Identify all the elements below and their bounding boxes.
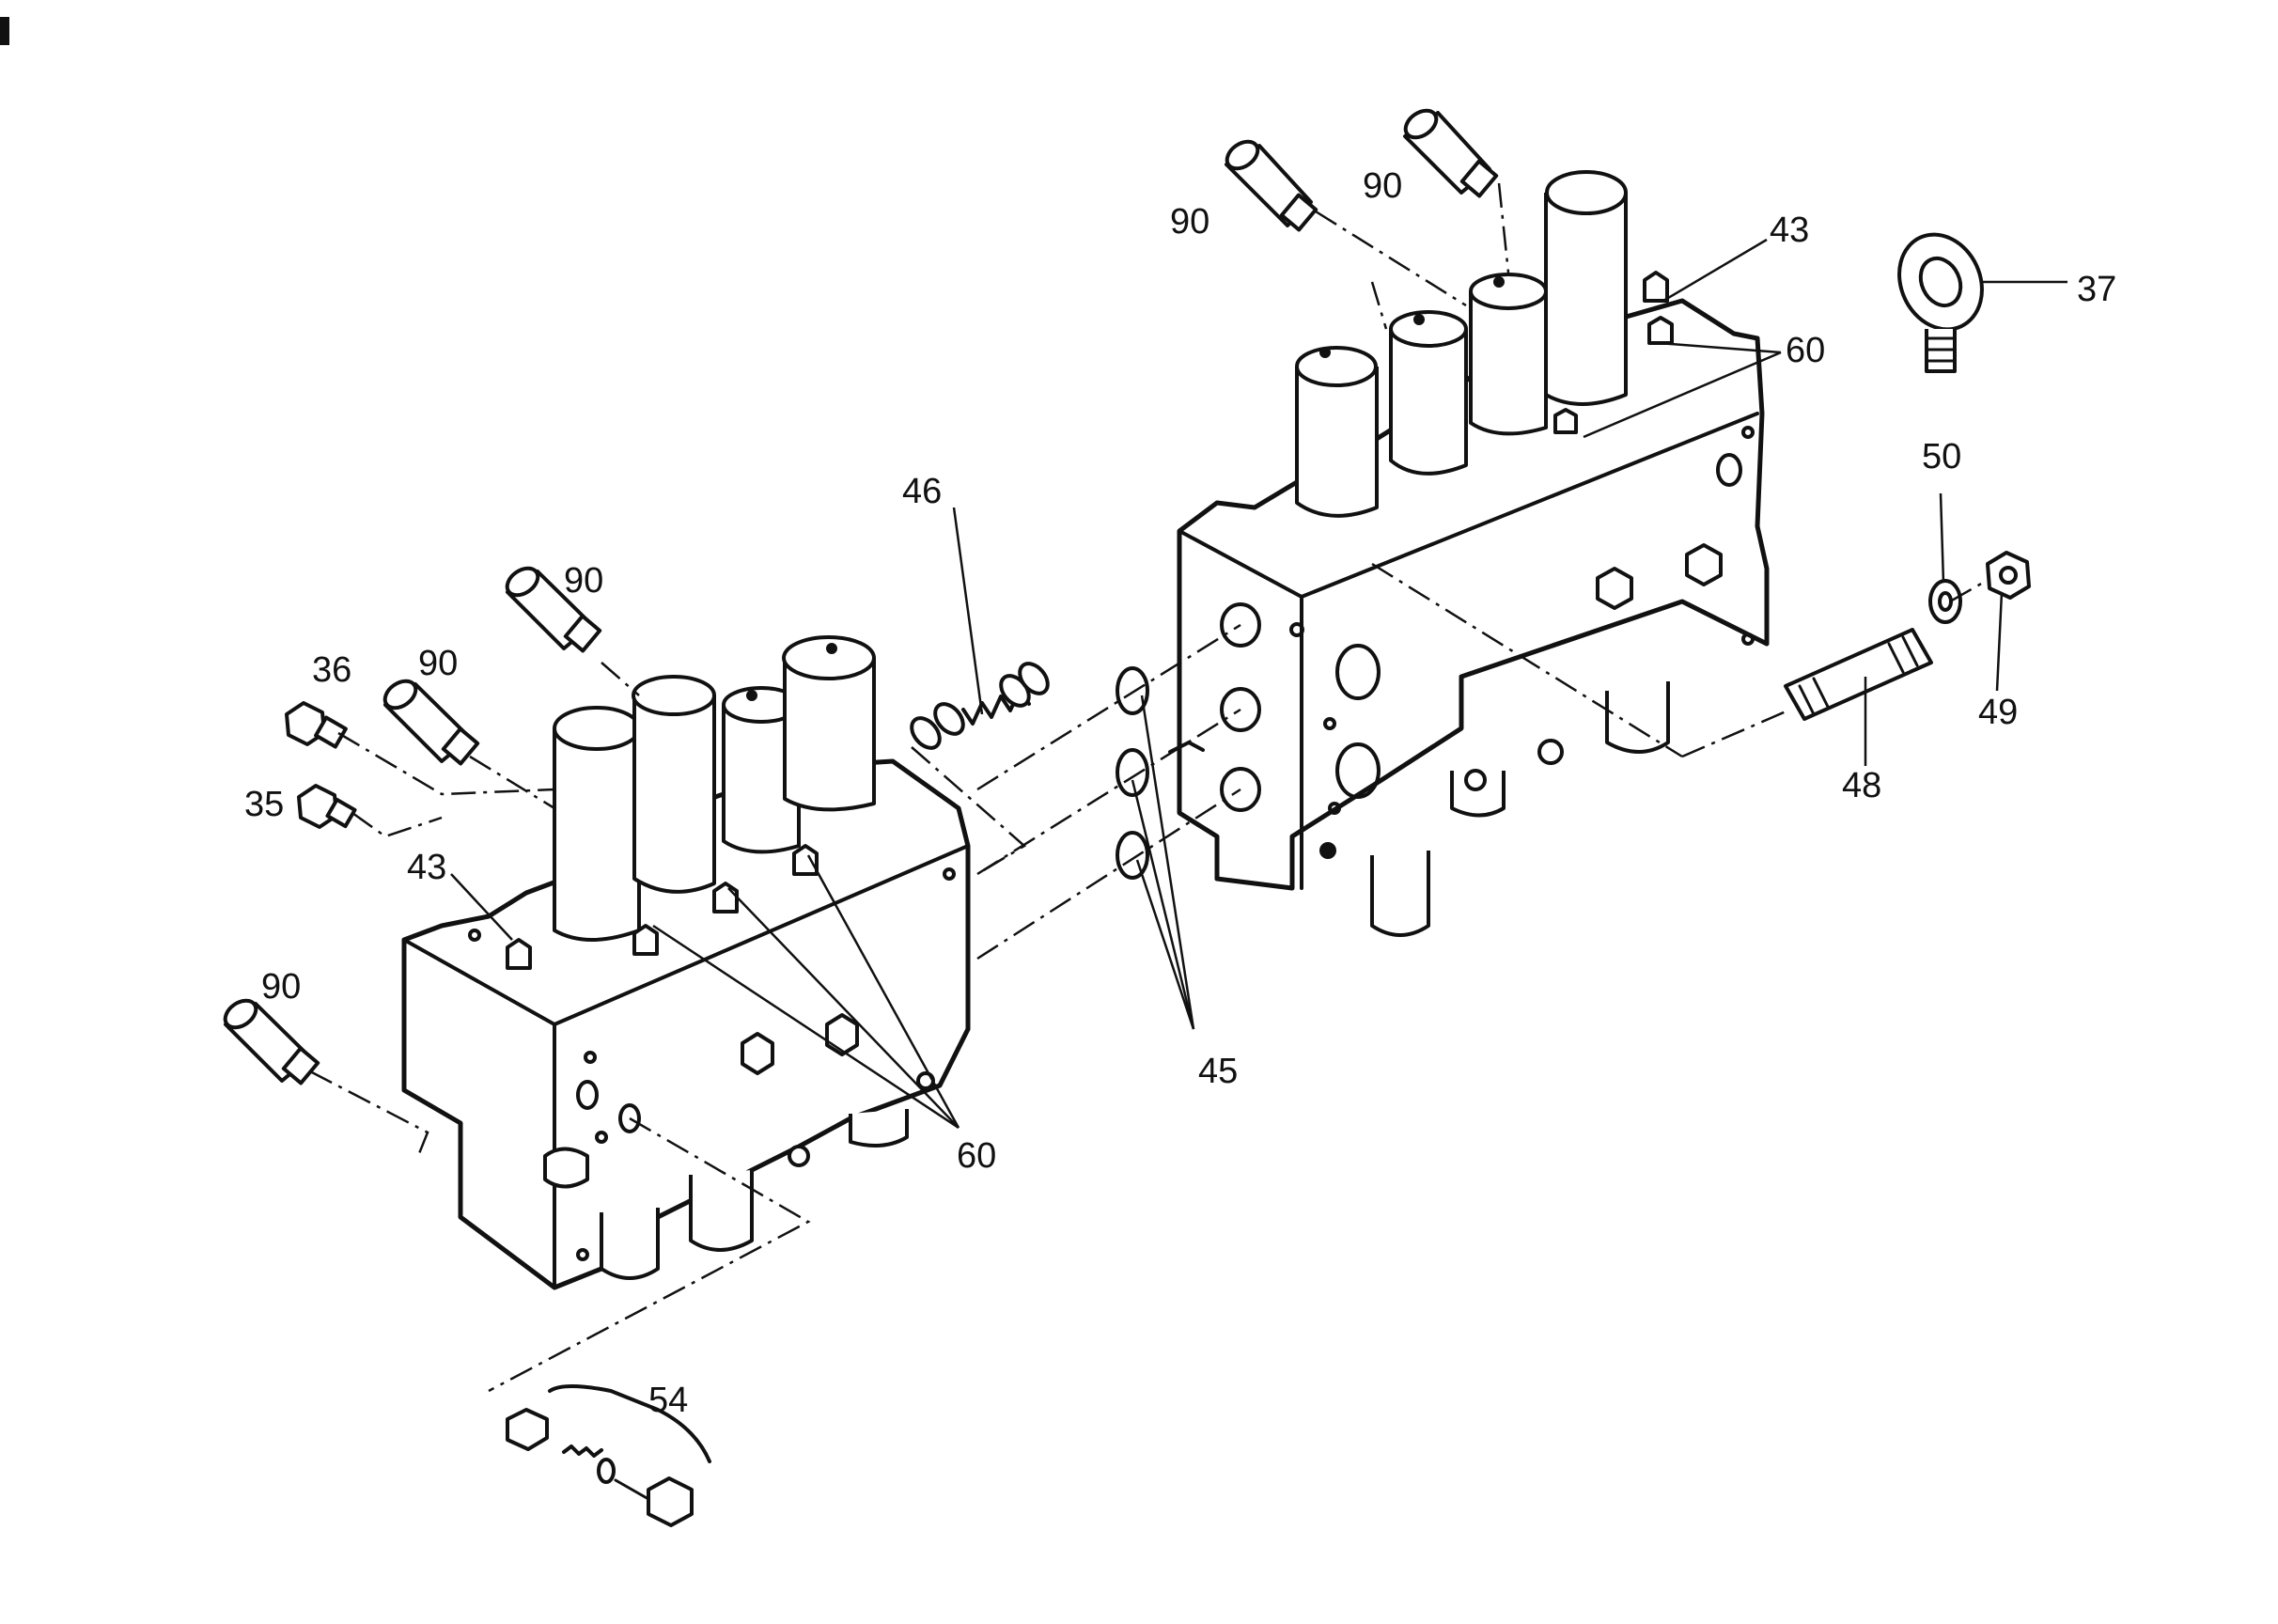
callout-37: 37 [2077,270,2116,309]
stud-48 [1784,628,1933,721]
solenoid-coil-90-lower-left [223,998,320,1085]
plug-35 [297,784,357,829]
callout-labels: 90 90 43 60 37 50 49 48 46 90 36 90 35 4… [244,166,2116,1420]
callout-46: 46 [902,472,942,511]
callout-90: 90 [564,561,603,601]
left-valve-block [401,635,971,1290]
callout-90: 90 [418,644,458,683]
callout-49: 49 [1978,693,2018,732]
washer-50 [1928,579,1962,624]
callout-43: 43 [1770,211,1809,250]
nut-49 [1986,551,2031,600]
callout-48: 48 [1842,766,1881,805]
plug-36 [285,701,348,749]
callout-90: 90 [261,967,301,1007]
callout-60: 60 [1786,331,1825,370]
spring-seal-46 [910,662,1050,750]
callout-36: 36 [312,650,351,690]
o-rings-45 [1116,666,1205,880]
solenoid-coil-90-upper-right-b [1403,108,1499,198]
check-valve-kit-54 [506,1384,711,1527]
callout-90: 90 [1170,202,1209,242]
solenoid-coil-90-left-b [382,679,480,766]
assembly-center-lines [309,182,1984,1393]
callout-leader-lines [450,238,2067,1130]
right-valve-block [1177,170,1770,937]
solenoid-coil-90-left-a [505,566,602,653]
callout-54: 54 [648,1381,688,1420]
solenoid-coil-90-upper-right-a [1225,139,1318,232]
callout-35: 35 [244,785,284,824]
callout-43: 43 [407,848,446,887]
callout-90: 90 [1363,166,1402,206]
eye-bolt-37 [1897,232,1984,373]
callout-60: 60 [957,1136,996,1176]
callout-45: 45 [1198,1052,1238,1091]
scan-corner-mark [0,17,9,45]
callout-50: 50 [1922,437,1961,476]
